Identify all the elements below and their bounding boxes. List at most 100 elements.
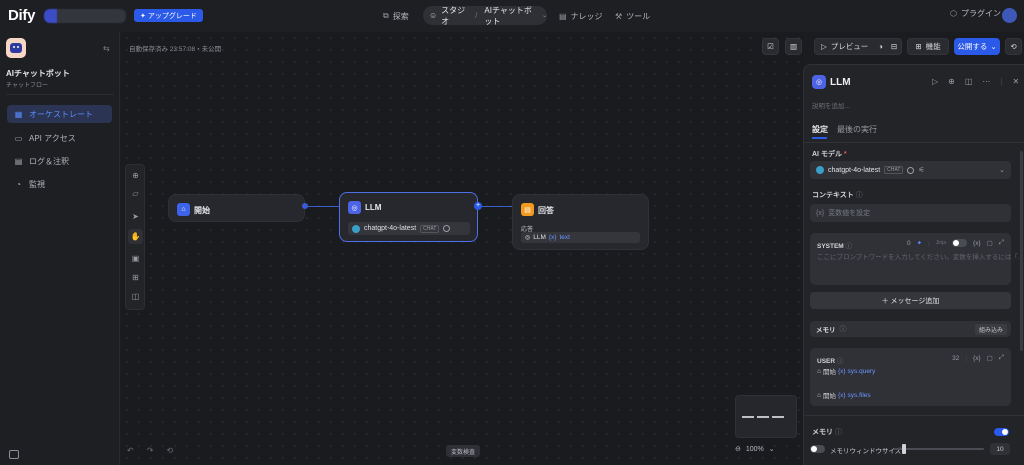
sidebar: ⇆ AIチャットボット チャットフロー ▦ オーケストレート ▭ API アクセ…: [0, 32, 120, 465]
close-icon[interactable]: ✕: [1012, 77, 1020, 86]
add-node-icon[interactable]: ⊕: [132, 171, 139, 180]
log-icon: ▤: [14, 156, 23, 166]
memory-section-label: メモリ ⓘ: [812, 429, 842, 436]
system-prompt-input[interactable]: ここにプロンプトワードを入力してください。変数を挿入するには「...: [817, 254, 1024, 261]
checklist-icon: ☑: [767, 42, 774, 51]
expand-icon[interactable]: ⤢: [998, 354, 1004, 361]
preview-button[interactable]: ▷ プレビュー ◑ ⊟: [814, 38, 902, 55]
more-icon[interactable]: ⋯: [982, 77, 991, 86]
node-start-out-handle[interactable]: [302, 203, 308, 209]
builtin-button[interactable]: 組み込み: [974, 323, 1007, 335]
env-button[interactable]: ▥: [785, 38, 802, 55]
help-icon[interactable]: ⊕: [948, 77, 955, 86]
system-prompt-box[interactable]: SYSTEM ⓘ 0 ✦ | Jinja {x} ▢ ⤢ ここにプロンプトワード…: [810, 233, 1023, 285]
context-label: コンテキスト ⓘ: [812, 192, 863, 199]
app-icon[interactable]: [6, 38, 26, 58]
minimap-node: [772, 416, 784, 418]
variable-inspect-button[interactable]: 変数検査: [446, 445, 481, 457]
tab-last-run[interactable]: 最後の実行: [837, 125, 877, 134]
features-button[interactable]: ⊞ 機能: [907, 38, 949, 55]
panel-scrollbar[interactable]: [1020, 151, 1023, 351]
model-name: chatgpt-4o-latest: [828, 166, 881, 174]
panel-divider: [804, 142, 1024, 143]
dify-logo[interactable]: Dify: [8, 7, 36, 24]
model-selector[interactable]: chatgpt-4o-latest CHAT ⚟ ⌄: [810, 161, 1011, 179]
memory-window-toggle[interactable]: [810, 445, 825, 453]
memory-window-input[interactable]: 10: [990, 443, 1010, 455]
sidebar-item-label: ログ＆注釈: [29, 156, 69, 166]
undo-icon[interactable]: ↶: [127, 446, 134, 455]
chevron-down-icon: ⌄: [999, 167, 1005, 174]
history-icon[interactable]: ⟲: [166, 446, 174, 455]
history-controls: ↶ ↷ ⟲: [127, 446, 173, 455]
zoom-control[interactable]: ⊖ 100% ⌄: [735, 445, 775, 454]
export-image-icon[interactable]: ▣: [131, 254, 140, 263]
nav-studio[interactable]: ☺ スタジオ / AIチャットボット ⌄: [423, 5, 547, 26]
home-icon: ⌂: [177, 203, 190, 216]
nav-explore[interactable]: ⧉ 探索: [383, 8, 409, 24]
minimap-toggle-icon[interactable]: ◫: [131, 292, 140, 301]
llm-small-icon: ◎: [525, 235, 531, 241]
slider-handle[interactable]: [902, 444, 906, 454]
layout-icon[interactable]: ◫: [964, 77, 973, 86]
minimap-node: [757, 416, 769, 418]
redo-icon[interactable]: ↷: [146, 446, 154, 455]
memory-window-slider[interactable]: [894, 444, 984, 454]
memory-row: メモリ ⓘ 組み込み: [810, 321, 1011, 337]
panel-title[interactable]: LLM: [830, 77, 851, 88]
context-selector[interactable]: {x} 変数値を設定: [810, 204, 1011, 222]
llm-icon: ◎: [812, 75, 826, 89]
copy-icon[interactable]: ▢: [986, 355, 993, 362]
add-message-button[interactable]: ＋ メッセージ追加: [810, 292, 1011, 309]
orchestrate-icon: ▦: [14, 109, 23, 119]
var-icon[interactable]: {x}: [973, 354, 981, 362]
workflow-canvas[interactable]: 自動保存済み 23:57:08・未公開 ⊕ ▱ ➤ ✋ ▣ ⊞ ◫ ⌂ 開始 ▷…: [121, 32, 803, 465]
jinja-toggle[interactable]: [952, 239, 968, 247]
var-name: sys.files: [847, 391, 871, 399]
memory-toggle[interactable]: [994, 428, 1009, 436]
publish-button[interactable]: 公開する ⌄: [954, 38, 1000, 55]
nav-tools-label: ツール: [626, 11, 651, 21]
expand-icon[interactable]: ⤢: [998, 239, 1004, 246]
current-app-label: AIチャットボット: [484, 5, 532, 26]
sidebar-item-monitor[interactable]: ◔ 監視: [7, 175, 112, 193]
sidebar-item-orchestrate[interactable]: ▦ オーケストレート: [7, 105, 112, 123]
node-llm[interactable]: ◎ LLM chatgpt-4o-latest CHAT: [339, 192, 478, 242]
node-start[interactable]: ⌂ 開始: [168, 194, 305, 222]
organize-icon[interactable]: ⊞: [132, 273, 139, 282]
plus-icon: ✦: [140, 12, 146, 20]
openai-icon: [352, 224, 360, 233]
sidebar-item-logs[interactable]: ▤ ログ＆注釈: [7, 152, 112, 170]
upgrade-button[interactable]: ✦ アップグレード: [134, 9, 203, 22]
nav-knowledge-label: ナレッジ: [570, 11, 603, 21]
description-input[interactable]: 説明を追加...: [812, 103, 850, 110]
run-icon[interactable]: ▷: [932, 77, 939, 86]
context-placeholder: 変数値を設定: [828, 210, 871, 217]
node-answer[interactable]: ▤ 回答 応答 ◎ LLM {x} text: [512, 194, 649, 250]
plugin-button[interactable]: ⬡ プラグイン: [950, 8, 1001, 19]
collapse-sidebar-icon[interactable]: [9, 450, 19, 459]
version-history-button[interactable]: ⟲: [1005, 38, 1022, 55]
sidebar-item-api[interactable]: ▭ API アクセス: [7, 129, 112, 147]
nav-knowledge[interactable]: ▤ ナレッジ: [559, 8, 603, 24]
nav-tools[interactable]: ⚒ ツール: [615, 8, 650, 24]
pointer-icon[interactable]: ➤: [132, 212, 139, 221]
hand-icon[interactable]: ✋: [128, 229, 143, 244]
zoom-icon: ⊖: [735, 446, 741, 453]
edge-llm-answer: [478, 206, 512, 207]
tab-settings[interactable]: 設定: [812, 125, 828, 134]
minimap[interactable]: [735, 395, 797, 438]
checklist-button[interactable]: ☑: [762, 38, 779, 55]
var-icon[interactable]: {x}: [973, 239, 981, 247]
user-prompt-box[interactable]: USER ⓘ 32 | {x} ▢ ⤢ ⌂ 開始 {x} sys.query ⌂…: [810, 348, 1011, 406]
copy-icon[interactable]: ▢: [986, 240, 993, 247]
history-icon: ⟲: [1010, 42, 1017, 51]
generate-icon[interactable]: ✦: [916, 240, 923, 247]
switch-icon[interactable]: ⇆: [103, 44, 110, 53]
workspace-switcher[interactable]: [44, 9, 126, 23]
note-icon[interactable]: ▱: [132, 189, 139, 198]
add-next-node-icon[interactable]: +: [474, 202, 482, 210]
avatar[interactable]: [1002, 8, 1017, 23]
var-node: 開始: [822, 393, 836, 400]
memory-window-label: メモリウィンドウサイズ: [830, 448, 902, 455]
